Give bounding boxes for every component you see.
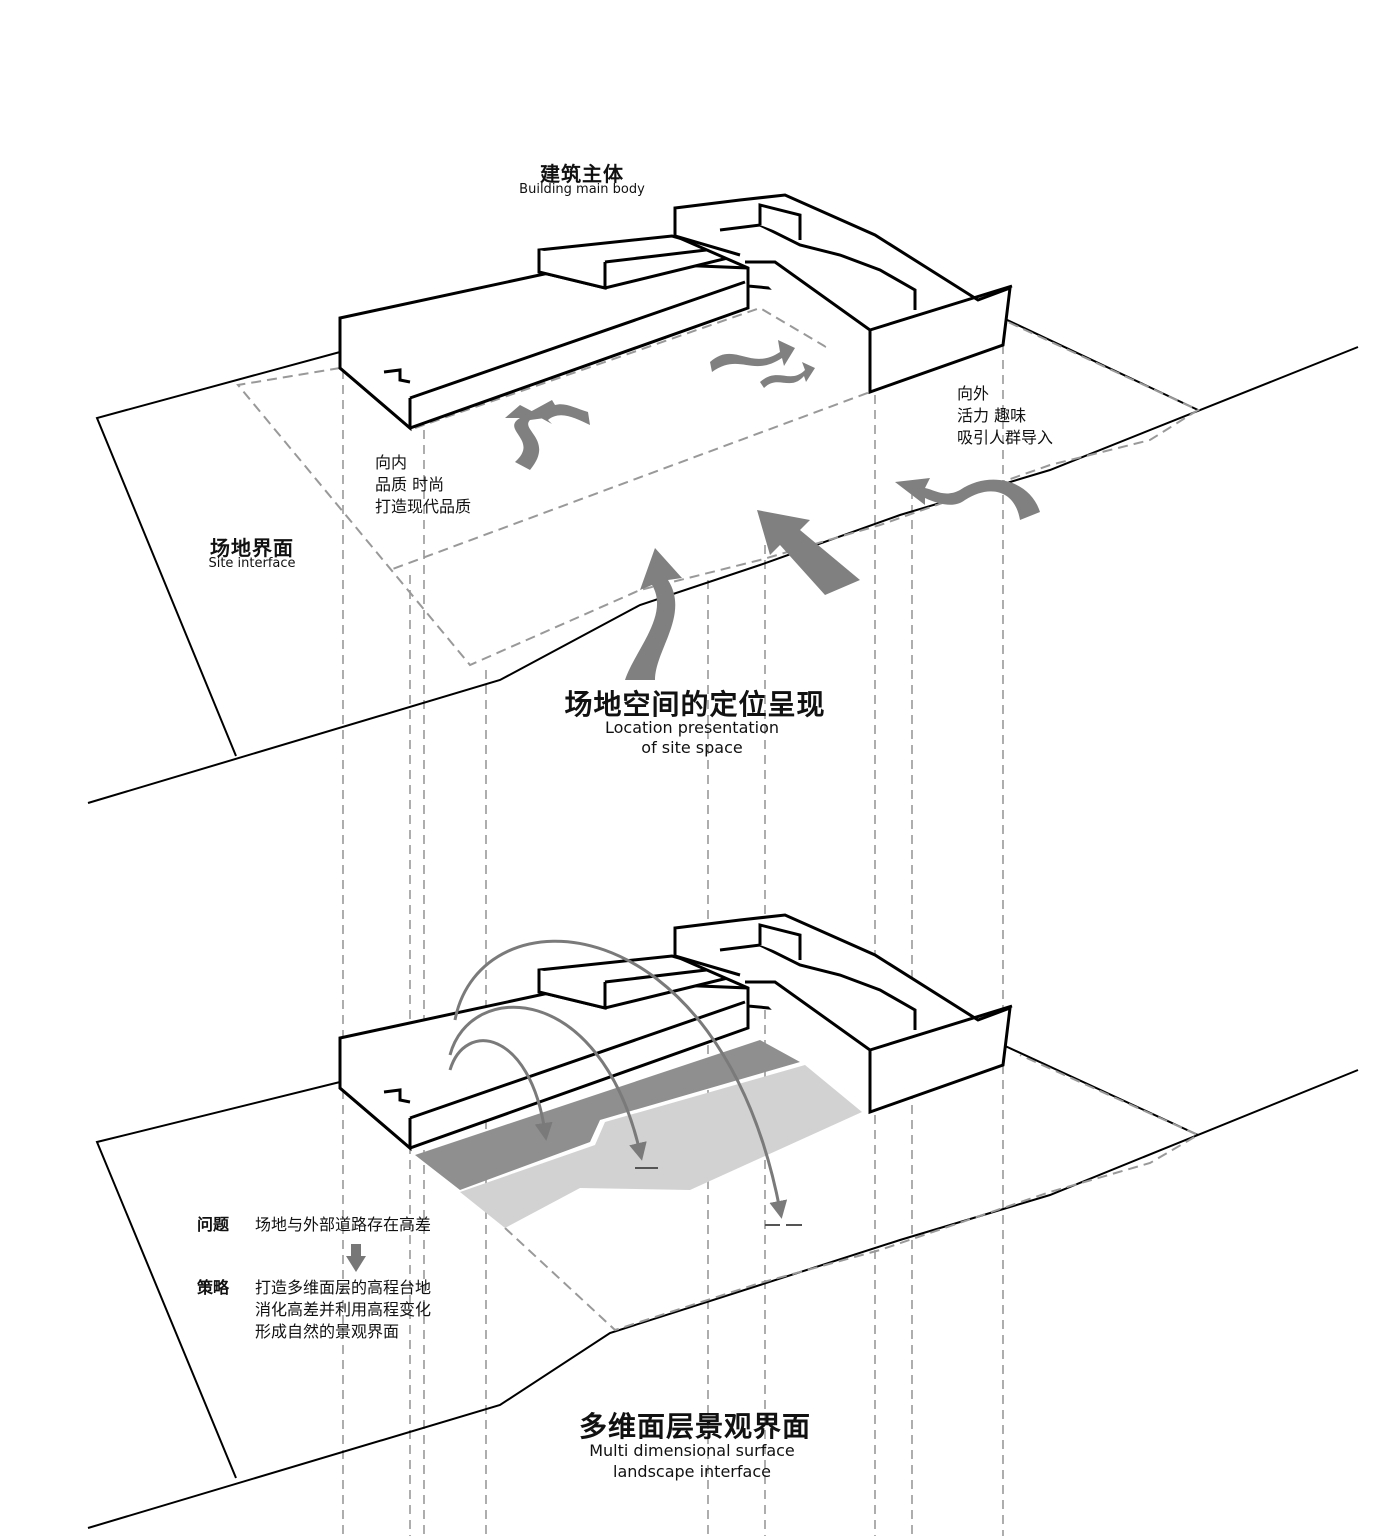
strategy-line: 消化高差并利用高程变化 (255, 1300, 432, 1319)
top-flow-arrows (505, 340, 1040, 680)
building-title-cn: 建筑主体 (540, 162, 624, 186)
flow-arrow-icon (505, 405, 545, 470)
flow-arrow-icon (757, 510, 860, 595)
outward-note: 向外 活力 趣味 吸引人群导入 (957, 383, 1053, 449)
inward-line: 向内 (375, 453, 408, 472)
strategy-line: 形成自然的景观界面 (255, 1322, 400, 1341)
bottom-building (338, 913, 1013, 1152)
building-title-en: Building main body (519, 182, 645, 197)
outward-line: 活力 趣味 (957, 406, 1027, 425)
terrace-light (460, 1065, 862, 1228)
multi-title-cn: 多维面层景观界面 (578, 1410, 812, 1443)
multi-title-en: Multi dimensional surface landscape inte… (589, 1440, 795, 1482)
flow-arrow-icon (625, 548, 682, 680)
site-interface-title-cn: 场地界面 (210, 536, 294, 560)
outward-line: 吸引人群导入 (957, 428, 1054, 447)
multi-en-line: Multi dimensional surface (589, 1441, 795, 1460)
strategy-line: 打造多维面层的高程台地 (255, 1278, 432, 1297)
strategy-text: 打造多维面层的高程台地 消化高差并利用高程变化 形成自然的景观界面 (255, 1277, 431, 1343)
location-en-line: of site space (641, 738, 743, 757)
arc-arrows (448, 939, 788, 1219)
site-interface-title-en: Site interface (208, 556, 296, 571)
problem-text: 场地与外部道路存在高差 (255, 1215, 432, 1234)
outward-line: 向外 (957, 384, 990, 403)
projection-lines (342, 345, 1004, 1536)
inward-note: 向内 品质 时尚 打造现代品质 (375, 452, 471, 518)
flow-arrow-icon (710, 340, 795, 372)
terrace-dark (415, 1040, 800, 1190)
top-building (338, 193, 1013, 432)
terraces (415, 1040, 862, 1228)
problem-label: 问题 (197, 1215, 230, 1234)
flow-arrow-icon (530, 400, 590, 425)
strategy-label: 策略 (197, 1278, 230, 1297)
location-title-en: Location presentation of site space (605, 718, 779, 758)
multi-en-line: landscape interface (613, 1462, 771, 1481)
location-title-cn: 场地空间的定位呈现 (564, 688, 826, 721)
bottom-site-boundary (504, 1054, 1201, 1332)
flow-arrow-icon (760, 362, 815, 388)
inward-line: 打造现代品质 (375, 497, 472, 516)
location-en-line: Location presentation (604, 718, 780, 737)
inward-line: 品质 时尚 (375, 475, 445, 494)
down-arrow-icon (346, 1244, 366, 1272)
flow-arrow-icon (895, 478, 1040, 520)
level-marks (635, 1167, 802, 1226)
